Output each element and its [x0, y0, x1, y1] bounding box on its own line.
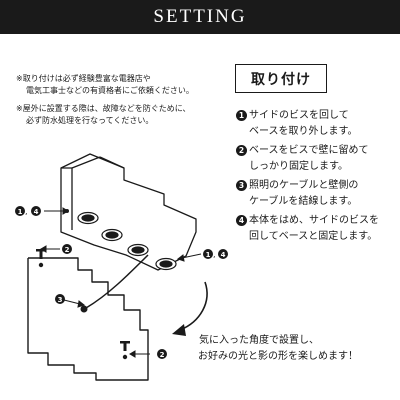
- note-line: 電気工事士などの有資格者にご依頼ください。: [26, 86, 194, 95]
- step-text-line: 照明のケーブルと壁側の: [249, 180, 359, 191]
- step-text-line: ベースを取り外します。: [249, 125, 358, 137]
- note-outdoor: ※屋外に設置する際は、故障などを防ぐために、 必ず防水処理を行なってください。: [16, 103, 221, 127]
- installation-steps: 1 サイドのビスを回して ベースを取り外します。 2 ベースをビスで壁に留めて …: [236, 108, 398, 248]
- step-1: 1 サイドのビスを回して ベースを取り外します。: [236, 108, 398, 139]
- step-3: 3 照明のケーブルと壁側の ケーブルを結線します。: [236, 178, 398, 209]
- svg-text:1: 1: [206, 251, 211, 259]
- wall-base-plate: [27, 257, 149, 381]
- svg-text:2: 2: [65, 246, 70, 254]
- note-line: 必ず防水処理を行なってください。: [26, 116, 154, 125]
- note-line: ※取り付けは必ず経験豊富な電器店や: [16, 74, 151, 83]
- page-header: SETTING: [0, 0, 400, 34]
- screw-icon: [120, 341, 130, 360]
- section-title: 取り付け: [235, 64, 327, 93]
- note-line: ※屋外に設置する際は、故障などを防ぐために、: [16, 104, 191, 113]
- step-text-line: ケーブルを結線します。: [249, 195, 358, 207]
- caution-notes: ※取り付けは必ず経験豊富な電器店や 電気工事士などの有資格者にご依頼ください。 …: [16, 73, 221, 133]
- step-text-line: しっかり固定します。: [249, 160, 348, 172]
- step-number-badge: 3: [236, 180, 247, 191]
- step-4: 4 本体をはめ、サイドのビスを 回してベースと固定します。: [236, 213, 398, 244]
- step-text-line: 回してベースと固定します。: [249, 230, 378, 242]
- svg-text:,: ,: [213, 250, 216, 259]
- callout-label-2-top: 2: [62, 244, 72, 254]
- caption-line: お好みの光と影の形を楽しめます！: [198, 351, 358, 362]
- svg-text:4: 4: [221, 251, 226, 259]
- callout-label-1-4-right: 1 , 4: [203, 249, 228, 259]
- rotation-arrow-icon: [172, 281, 208, 336]
- screw-icon: [36, 249, 46, 268]
- lamp-socket-holes: [77, 211, 177, 271]
- callout-label-3: 3: [55, 294, 65, 304]
- step-number-badge: 4: [236, 215, 247, 226]
- step-number-badge: 2: [236, 145, 247, 156]
- cable-end: [80, 305, 88, 313]
- page-title: SETTING: [153, 6, 247, 27]
- svg-text:1: 1: [18, 208, 23, 216]
- svg-text:4: 4: [34, 208, 39, 216]
- note-installer: ※取り付けは必ず経験豊富な電器店や 電気工事士などの有資格者にご依頼ください。: [16, 73, 221, 97]
- svg-text:3: 3: [58, 296, 63, 304]
- svg-text:,: ,: [25, 207, 28, 216]
- step-text-line: ベースをビスで壁に留めて: [249, 145, 369, 156]
- lamp-body: [60, 153, 197, 271]
- callout-arrows: [40, 207, 202, 358]
- step-text-line: サイドのビスを回して: [249, 110, 349, 121]
- step-2: 2 ベースをビスで壁に留めて しっかり固定します。: [236, 143, 398, 174]
- step-number-badge: 1: [236, 110, 247, 121]
- callout-label-2-bottom: 2: [157, 349, 167, 359]
- cable: [85, 254, 149, 309]
- step-text-line: 本体をはめ、サイドのビスを: [249, 215, 379, 226]
- installation-diagram: 1 , 4 2 3 1 , 4 2: [15, 153, 228, 381]
- svg-text:2: 2: [160, 351, 165, 359]
- caption-line: 気に入った角度で設置し、: [199, 335, 319, 346]
- callout-label-1-4-left: 1 , 4: [15, 206, 41, 216]
- caption: 気に入った角度で設置し、 お好みの光と影の形を楽しめます！: [198, 333, 358, 365]
